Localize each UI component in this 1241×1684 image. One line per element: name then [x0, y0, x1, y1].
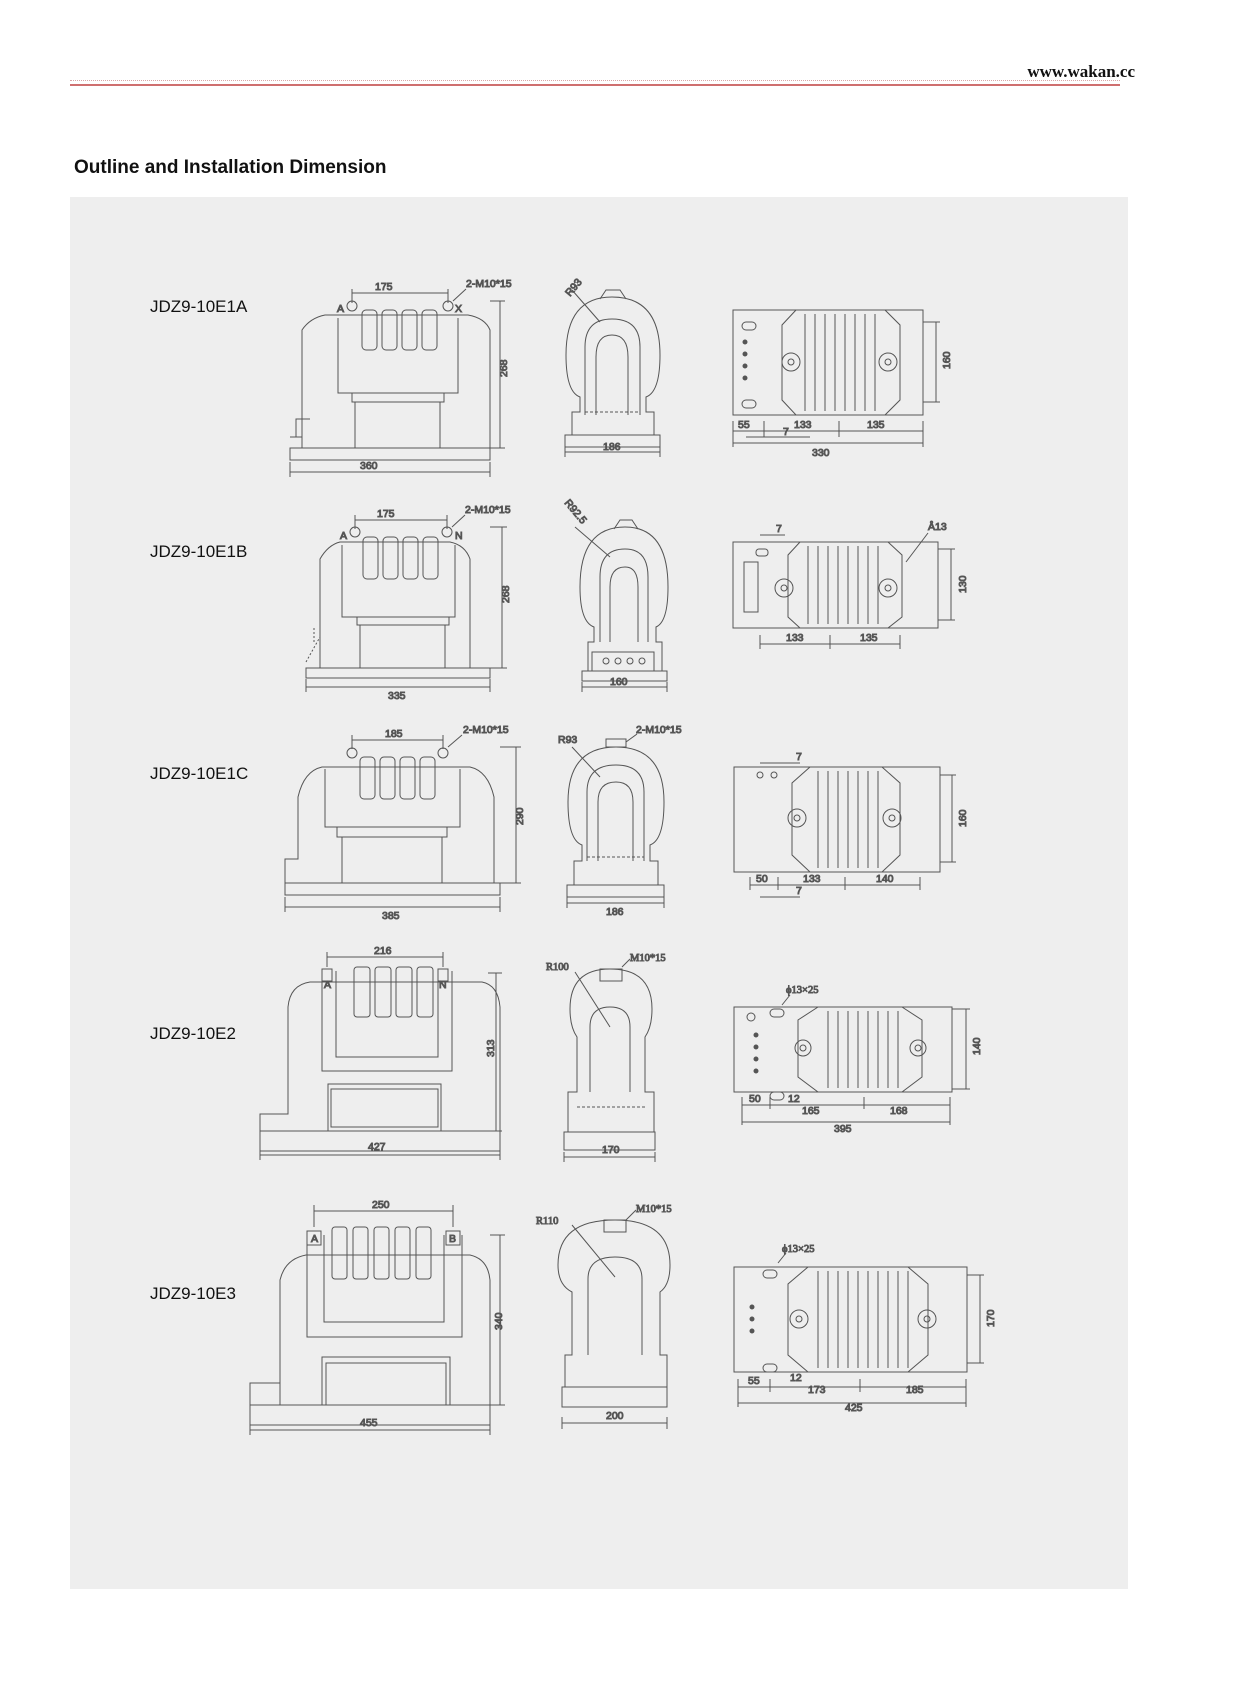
- front-view-e2: [259, 952, 502, 1160]
- plan-view-e1b: [732, 532, 955, 649]
- e3-plan-depth: 170: [985, 1309, 997, 1327]
- e2-radius: R100: [546, 962, 569, 973]
- e1b-radius: R92.5: [562, 497, 589, 526]
- e1c-center-spacing: 185: [385, 728, 403, 740]
- e3-radius: R110: [536, 1216, 558, 1227]
- front-view-e1b: [305, 514, 507, 692]
- e2-plan-offset: 12: [788, 1093, 800, 1105]
- e1a-side-width: 186: [603, 441, 621, 453]
- e3-terminal-a: A: [311, 1233, 318, 1245]
- side-view-e3: [557, 1209, 671, 1429]
- e1b-height: 268: [500, 585, 512, 603]
- e1b-terminal-n: N: [455, 530, 463, 542]
- e1c-plan-d3: 140: [876, 873, 894, 885]
- plan-view-e2: [733, 994, 970, 1125]
- e2-terminal-a: A: [324, 979, 331, 991]
- e1b-center-spacing: 175: [377, 508, 395, 520]
- e3-side-bolt: M10*15: [636, 1204, 672, 1215]
- e1b-front-width: 335: [388, 690, 406, 702]
- front-view-e3: [249, 1205, 505, 1435]
- e2-center-spacing: 216: [374, 945, 392, 957]
- e3-plan-length: 425: [845, 1402, 863, 1414]
- side-view-e2: [563, 958, 656, 1162]
- plan-view-e1a: [732, 309, 940, 447]
- e2-plan-d3: 168: [890, 1105, 908, 1117]
- e3-plan-d1: 55: [748, 1375, 760, 1387]
- dimension-drawings: 175 2-M10*15 360 268 A X R93 186: [249, 276, 998, 1435]
- e3-plan-d2: 173: [808, 1384, 826, 1396]
- e1a-terminal-a: A: [337, 303, 344, 315]
- e1a-plan-length: 330: [812, 447, 830, 459]
- e1a-bolt: 2-M10*15: [466, 278, 512, 290]
- e1a-center-spacing: 175: [375, 281, 393, 293]
- e1c-plan-d2: 133: [803, 873, 821, 885]
- e2-plan-length: 395: [834, 1123, 852, 1135]
- e1b-terminal-a: A: [340, 530, 347, 542]
- model-label-2: JDZ9-10E1B: [150, 542, 248, 561]
- header-dotted-rule: [70, 80, 1120, 81]
- e3-plan-hole: ϕ13×25: [782, 1244, 814, 1255]
- side-view-e1c: [566, 733, 665, 908]
- e2-terminal-n: N: [439, 979, 447, 991]
- front-view-e1c: [284, 734, 521, 912]
- e2-side-width: 170: [602, 1144, 620, 1156]
- e1c-bolt: 2-M10*15: [463, 724, 509, 736]
- e2-height: 313: [485, 1039, 497, 1057]
- e1a-terminal-x: X: [455, 303, 462, 315]
- model-label-4: JDZ9-10E2: [150, 1024, 236, 1043]
- e3-plan-offset: 12: [790, 1372, 802, 1384]
- e1b-plan-depth: 130: [957, 575, 969, 593]
- model-label-5: JDZ9-10E3: [150, 1284, 236, 1303]
- e2-front-width: 427: [368, 1141, 386, 1153]
- e3-side-width: 200: [606, 1410, 624, 1422]
- e1a-plan-depth: 160: [941, 351, 953, 369]
- e2-plan-d2: 165: [802, 1105, 820, 1117]
- e1b-plan-d2: 133: [786, 632, 804, 644]
- e3-height: 340: [493, 1312, 505, 1330]
- e2-plan-hole: ϕ13×25: [786, 985, 818, 996]
- e1c-front-width: 385: [382, 910, 400, 922]
- plan-view-e1c: [733, 762, 956, 898]
- e1a-plan-d1: 55: [738, 419, 750, 431]
- e1b-side-width: 160: [610, 676, 628, 688]
- e1a-radius: R93: [563, 276, 585, 299]
- e3-front-width: 455: [360, 1417, 378, 1429]
- e3-terminal-b: B: [449, 1233, 456, 1245]
- model-label-1: JDZ9-10E1A: [150, 297, 248, 316]
- e2-plan-d1: 50: [749, 1093, 761, 1105]
- front-view-e1a: [289, 288, 505, 477]
- e1b-plan-d3: 135: [860, 632, 878, 644]
- e1c-plan-offset: 7: [796, 751, 802, 763]
- e1b-plan-hole: Å13: [928, 520, 947, 533]
- e1c-plan-depth: 160: [957, 809, 969, 827]
- plan-view-e3: [733, 1252, 984, 1407]
- e3-plan-d3: 185: [906, 1384, 924, 1396]
- side-view-e1a: [564, 289, 661, 457]
- e1c-plan-offset2: 7: [796, 885, 802, 897]
- e3-center-spacing: 250: [372, 1199, 390, 1211]
- e1a-plan-offset: 7: [783, 426, 789, 438]
- e1c-side-width: 186: [606, 906, 624, 918]
- e1a-height: 268: [498, 359, 510, 377]
- website-url: www.wakan.cc: [1027, 62, 1135, 81]
- e1c-radius: R93: [558, 734, 577, 746]
- e1a-front-width: 360: [360, 460, 378, 472]
- e1b-plan-offset: 7: [776, 523, 782, 535]
- e1c-side-bolt: 2-M10*15: [636, 724, 682, 736]
- e2-side-bolt: M10*15: [630, 953, 666, 964]
- side-view-e1b: [574, 519, 669, 692]
- e1a-plan-d3: 135: [867, 419, 885, 431]
- header-rule: [70, 84, 1120, 86]
- e1c-plan-d1: 50: [756, 873, 768, 885]
- model-label-3: JDZ9-10E1C: [150, 764, 249, 783]
- drawing-panel: JDZ9-10E1A JDZ9-10E1B JDZ9-10E1C JDZ9-10…: [70, 197, 1128, 1589]
- e1c-height: 290: [514, 807, 526, 825]
- e2-plan-depth: 140: [971, 1037, 983, 1055]
- e1b-bolt: 2-M10*15: [465, 504, 511, 516]
- e1a-plan-d2: 133: [794, 419, 812, 431]
- section-title: Outline and Installation Dimension: [74, 157, 387, 178]
